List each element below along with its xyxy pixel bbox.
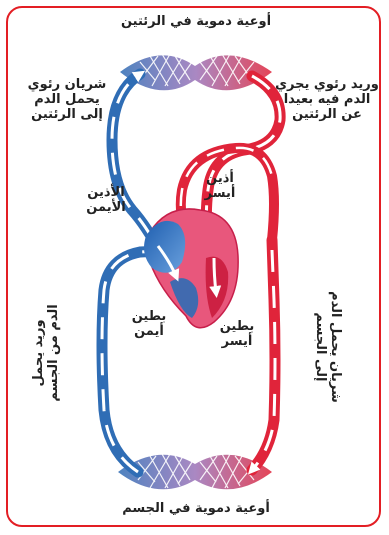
label-vein-from-body: وريد يحمل الدم من الجسم bbox=[32, 288, 62, 418]
systemic-vein bbox=[102, 252, 166, 472]
label-artery-to-body: شريان يحمل الدم إلى الجسم bbox=[312, 282, 342, 412]
label-lung-capillaries: أوعية دموية في الرئتين bbox=[98, 15, 294, 30]
label-pulmonary-artery: شريان رئوي يحمل الدم إلى الرئتين bbox=[22, 78, 112, 123]
systemic-artery bbox=[252, 240, 275, 470]
label-pulmonary-vein: وريد رئوي يجري الدم فيه بعيدا عن الرئتين bbox=[272, 78, 382, 123]
label-body-capillaries: أوعية دموية في الجسم bbox=[96, 502, 296, 517]
label-left-atrium: أذين أيسر bbox=[198, 172, 242, 202]
label-right-ventricle: بطين أيمن bbox=[126, 310, 172, 340]
label-right-atrium: الأذين الأيمن bbox=[70, 186, 142, 216]
label-left-ventricle: بطين أيسر bbox=[214, 320, 260, 350]
